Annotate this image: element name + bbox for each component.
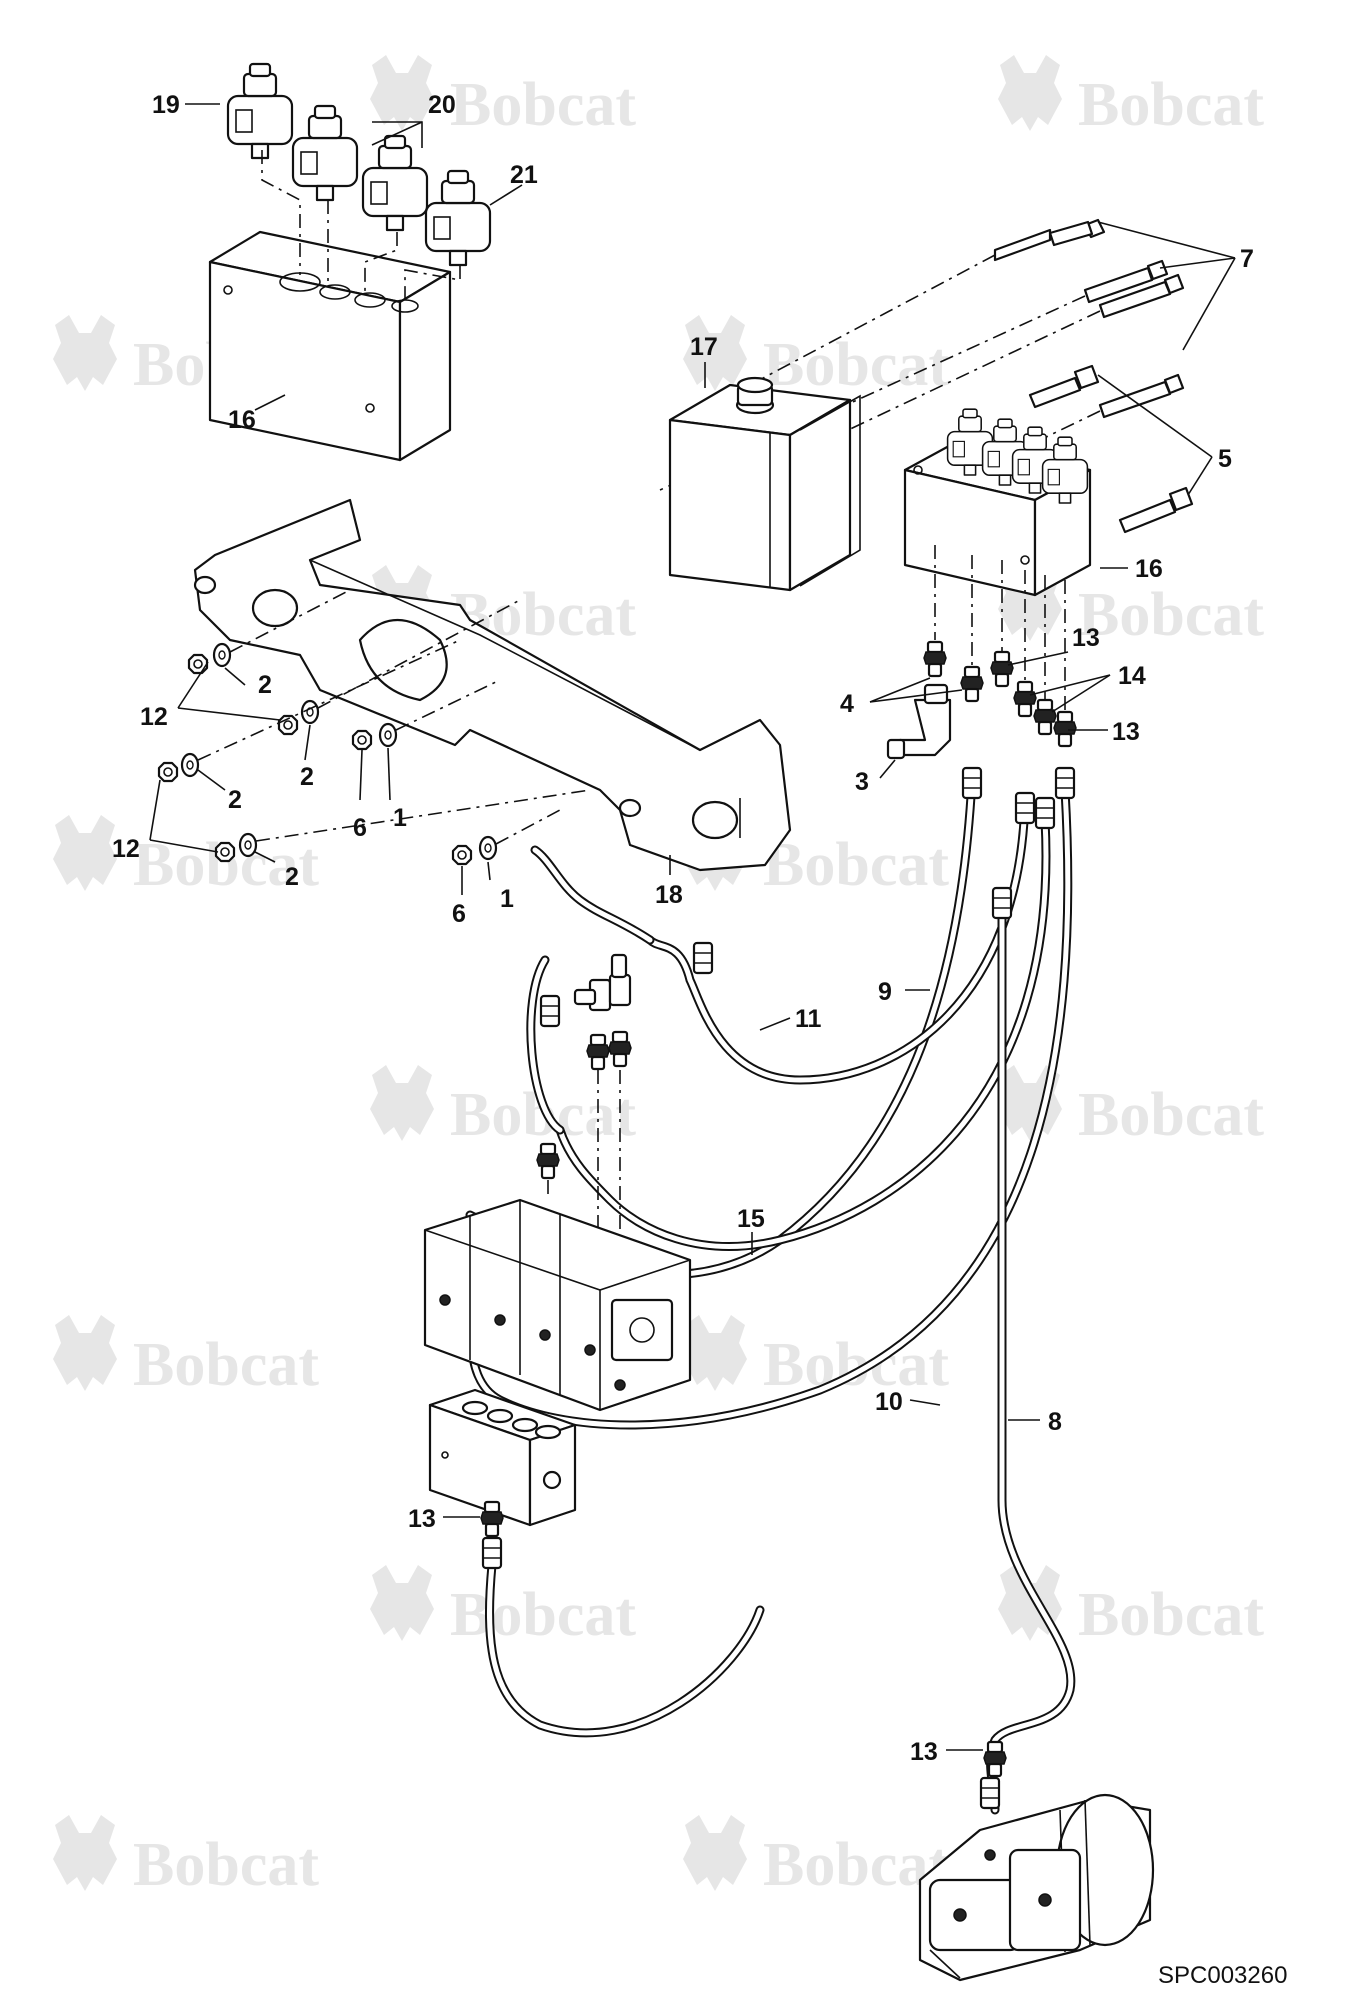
watermark-text: Bobcat (133, 1831, 319, 1899)
callout-15: 15 (737, 1205, 765, 1233)
hose-10 (467, 785, 1073, 1430)
washer-1-b (478, 835, 498, 861)
callout-5: 5 (1218, 445, 1232, 473)
callout-12-b: 12 (112, 835, 140, 863)
fitting-14-b (1032, 698, 1058, 736)
long-bolts-7 (993, 218, 1185, 419)
right-valve-block-16 (903, 408, 1092, 597)
solenoid-20-b (361, 134, 429, 232)
watermarks: Bobcat Bobcat Bobcat Bobcat Bobcat Bobca… (53, 55, 1264, 1899)
washer-2-d (238, 832, 258, 858)
nut-6-b (451, 844, 473, 866)
watermark-text: Bobcat (1078, 1581, 1264, 1649)
watermark-row-1: Bobcat Bobcat (370, 55, 1264, 139)
callout-17: 17 (690, 333, 718, 361)
nut-12-d (214, 841, 236, 863)
callout-2-b: 2 (300, 763, 314, 791)
watermark-row-7: Bobcat Bobcat (370, 1565, 1264, 1649)
callout-10: 10 (875, 1388, 903, 1416)
watermark-text: Bobcat (1078, 1081, 1264, 1149)
callout-13-lower-left: 13 (408, 1505, 436, 1533)
callout-6-b: 6 (452, 900, 466, 928)
hose-15 (526, 815, 1051, 1251)
watermark-row-8: Bobcat Bobcat (53, 1815, 949, 1899)
fitting-4-a (922, 640, 948, 678)
watermark-text: Bobcat (450, 1581, 636, 1649)
reference-code: SPC003260 (1158, 1962, 1287, 1989)
callout-1-a: 1 (393, 804, 407, 832)
solenoid-19 (226, 62, 294, 160)
watermark-text: Bobcat (763, 331, 949, 399)
watermark-text: Bobcat (1078, 71, 1264, 139)
watermark-text: Bobcat (450, 71, 636, 139)
watermark-row-5: Bobcat Bobcat (370, 1065, 1264, 1149)
callout-4: 4 (840, 690, 854, 718)
callout-13-top: 13 (1072, 624, 1100, 652)
fitting-13-a (989, 650, 1015, 688)
fitting-dash-lines (934, 545, 1066, 712)
watermark-text: Bobcat (763, 1331, 949, 1399)
callout-1-b: 1 (500, 885, 514, 913)
valve-fittings (886, 640, 1078, 760)
nut-12-a (187, 653, 209, 675)
watermark-row-3: Bobcat Bobcat (370, 565, 1264, 649)
washer-2-c (180, 752, 200, 778)
hose-13-lower (484, 1560, 765, 1738)
hardware-dash-lines (197, 589, 591, 845)
callout-14: 14 (1118, 662, 1146, 690)
callout-18: 18 (655, 881, 683, 909)
solenoid-20-a (291, 104, 359, 202)
callout-3: 3 (855, 768, 869, 796)
callout-12-a: 12 (140, 703, 168, 731)
leader-lines (149, 103, 1236, 1751)
callout-2-d: 2 (285, 863, 299, 891)
watermark-text: Bobcat (763, 1831, 949, 1899)
lower-manifold-block (428, 1388, 577, 1538)
callout-20: 20 (428, 91, 456, 119)
fitting-14-a (1012, 680, 1038, 718)
watermark-row-2: Bobcat Bobcat (53, 315, 949, 399)
callout-2-a: 2 (258, 671, 272, 699)
callout-13-bottom: 13 (910, 1738, 938, 1766)
callout-7: 7 (1240, 245, 1254, 273)
watermark-text: Bobcat (1078, 581, 1264, 649)
callout-13-right: 13 (1112, 718, 1140, 746)
nut-6-a (351, 729, 373, 751)
callout-6-a: 6 (353, 814, 367, 842)
callout-16-upper: 16 (228, 406, 256, 434)
hydraulic-motor (918, 1740, 1155, 1982)
solenoid-dash-lines (261, 150, 461, 305)
callout-8: 8 (1048, 1408, 1062, 1436)
washer-2-a (212, 642, 232, 668)
upper-valve-block-16 (208, 230, 452, 462)
callout-21: 21 (510, 161, 538, 189)
washer-1-a (378, 722, 398, 748)
callout-16-right: 16 (1135, 555, 1163, 583)
solenoid-21 (424, 169, 492, 267)
watermark-row-6: Bobcat Bobcat (53, 1315, 949, 1399)
control-valve-bank (423, 1198, 692, 1412)
callout-9: 9 (878, 978, 892, 1006)
callout-2-c: 2 (228, 786, 242, 814)
callout-19: 19 (152, 91, 180, 119)
short-bolts-5 (1028, 364, 1194, 534)
watermark-text: Bobcat (133, 1331, 319, 1399)
hose-11 (530, 795, 1030, 1085)
callout-labels: 19 20 21 16 17 7 5 16 13 14 13 4 3 2 12 … (112, 91, 1254, 1766)
fitting-13-b (1052, 710, 1078, 748)
callout-11: 11 (795, 1005, 822, 1033)
center-block-17 (668, 376, 861, 592)
nut-12-c (157, 761, 179, 783)
fitting-4-b (959, 665, 985, 703)
watermark-text: Bobcat (763, 831, 949, 899)
